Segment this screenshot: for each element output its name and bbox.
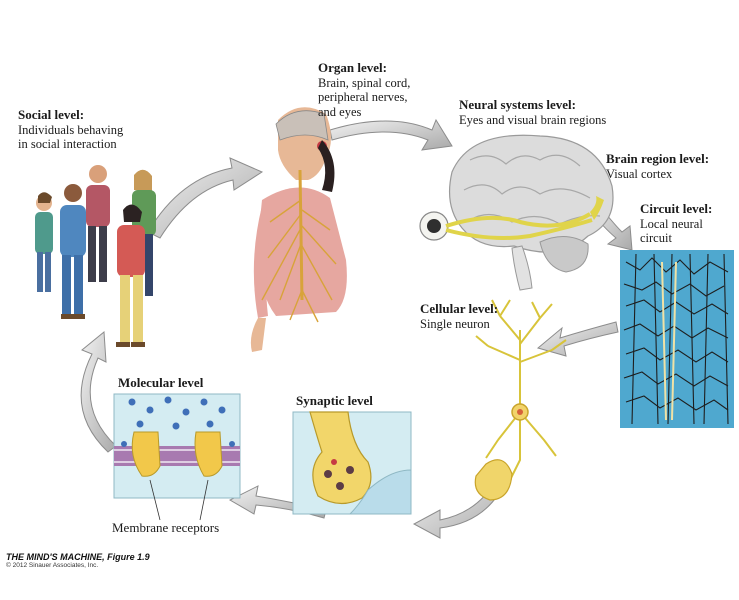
social-level-title: Social level: <box>18 107 85 122</box>
axon-terminal <box>474 459 513 501</box>
arrow-molecular-to-social <box>80 330 117 453</box>
brain-region-level-line-1: Visual cortex <box>606 166 673 181</box>
neural-systems-level-line-1: Eyes and visual brain regions <box>459 112 607 127</box>
synapse-illustration <box>292 411 412 515</box>
organ-figure-illustration <box>250 107 347 352</box>
organ-level-label: Organ level: Brain, spinal cord, periphe… <box>318 60 411 119</box>
social-level-line-2: in social interaction <box>18 137 117 151</box>
brain-region-level-label: Brain region level: Visual cortex <box>606 151 710 181</box>
molecular-illustration <box>113 393 241 521</box>
circuit-level-line-2: circuit <box>640 231 672 245</box>
arrow-organ-to-neural <box>329 118 453 151</box>
arrow-circuit-to-cellular <box>536 321 619 357</box>
molecular-level-title: Molecular level <box>118 375 204 390</box>
neuron-illustration <box>475 299 567 481</box>
cellular-level-title: Cellular level: <box>420 301 499 316</box>
neural-systems-level-label: Neural systems level: Eyes and visual br… <box>459 97 607 127</box>
arrow-social-to-organ <box>147 157 264 239</box>
organ-level-line-2: peripheral nerves, <box>318 90 408 104</box>
organ-level-line-1: Brain, spinal cord, <box>318 75 411 90</box>
circuit-level-title: Circuit level: <box>640 201 713 216</box>
figure-credit: THE MIND'S MACHINE, Figure 1.9 © 2012 Si… <box>6 552 150 569</box>
circuit-level-label: Circuit level: Local neural circuit <box>640 201 713 246</box>
social-level-line-1: Individuals behaving <box>18 122 124 137</box>
circuit-level-line-1: Local neural <box>640 216 703 231</box>
membrane-receptors-label: Membrane receptors <box>112 520 220 535</box>
synaptic-level-title: Synaptic level <box>296 393 373 408</box>
social-level-label: Social level: Individuals behaving in so… <box>18 107 124 152</box>
social-people-illustration <box>35 165 156 347</box>
figure-credit-title: THE MIND'S MACHINE, Figure 1.9 <box>6 552 150 562</box>
neural-systems-level-title: Neural systems level: <box>459 97 576 112</box>
circuit-illustration <box>620 250 734 428</box>
organ-level-title: Organ level: <box>318 60 387 75</box>
copyright-text: © 2012 Sinauer Associates, Inc. <box>6 562 99 569</box>
organ-level-line-3: and eyes <box>318 104 362 119</box>
molecular-level-label: Molecular level <box>118 375 204 391</box>
cellular-level-label: Cellular level: Single neuron <box>420 301 499 331</box>
cycle-arrows <box>80 118 633 539</box>
synaptic-level-label: Synaptic level <box>296 393 373 409</box>
cellular-level-line-1: Single neuron <box>420 316 490 331</box>
brain-illustration <box>419 134 614 291</box>
brain-region-level-title: Brain region level: <box>606 151 710 166</box>
